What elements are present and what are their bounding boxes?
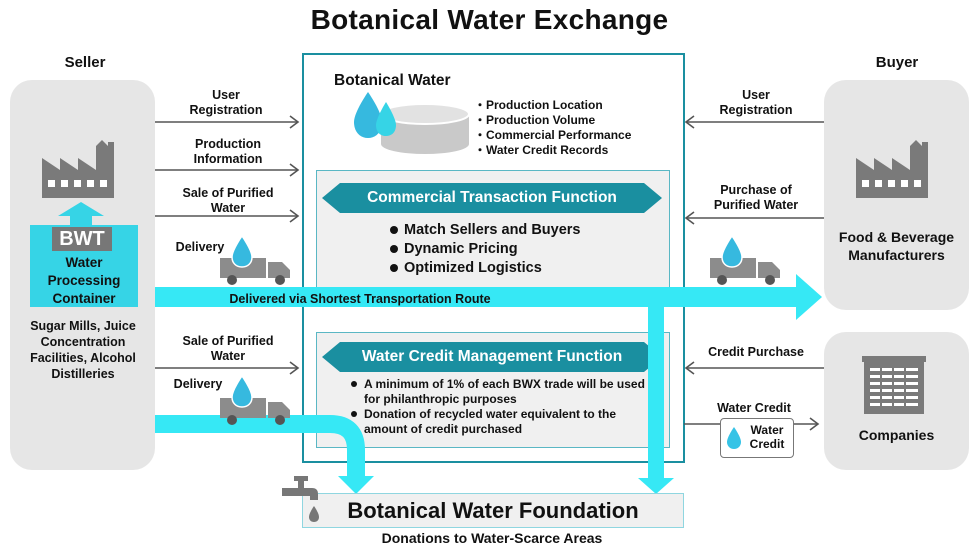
foundation-box: Botanical Water Foundation bbox=[302, 493, 684, 528]
bwt-badge: BWT bbox=[52, 227, 112, 251]
flow-label-sale-1: Sale of Purified Water bbox=[182, 186, 274, 215]
up-arrow-icon bbox=[58, 202, 104, 226]
flow-label-purchase: Purchase of Purified Water bbox=[713, 183, 799, 212]
record-item: Commercial Performance bbox=[474, 128, 631, 143]
water-credit-tag: Water Credit bbox=[720, 418, 794, 458]
building-icon bbox=[862, 356, 926, 414]
page-title: Botanical Water Exchange bbox=[310, 4, 669, 35]
seller-facilities: Sugar Mills, Juice Concentration Facilit… bbox=[30, 319, 136, 381]
flow-label-production-info: Production Information bbox=[193, 137, 263, 166]
manufacturers-label: Food & Beverage Manufacturers bbox=[838, 229, 955, 263]
credit-function-banner: Water Credit Management Function bbox=[322, 342, 662, 372]
flow-label-credit-purchase: Credit Purchase bbox=[708, 345, 804, 359]
flow-label-user-registration-buyer: User Registration bbox=[719, 88, 793, 117]
container-label: Water Processing Container bbox=[47, 255, 121, 306]
record-item: Production Location bbox=[474, 98, 631, 113]
credit-list: A minimum of 1% of each BWX trade will b… bbox=[348, 377, 648, 437]
commercial-item: Optimized Logistics bbox=[388, 259, 581, 278]
record-item: Production Volume bbox=[474, 113, 631, 128]
record-list: Production Location Production Volume Co… bbox=[474, 98, 631, 158]
water-credit-tag-label: Water Credit bbox=[749, 423, 785, 451]
botanical-water-title: Botanical Water bbox=[334, 72, 451, 89]
flow-label-delivery-2: Delivery bbox=[173, 377, 223, 391]
foundation-caption: Donations to Water-Scarce Areas bbox=[381, 530, 603, 546]
record-item: Water Credit Records bbox=[474, 143, 631, 158]
flow-label-delivery-1: Delivery bbox=[175, 240, 225, 254]
commercial-item: Dynamic Pricing bbox=[388, 240, 581, 259]
truck-icon bbox=[710, 236, 780, 285]
seller-heading: Seller bbox=[64, 54, 106, 71]
route-label: Delivered via Shortest Transportation Ro… bbox=[229, 292, 491, 306]
water-drop-icon bbox=[727, 427, 741, 449]
flow-label-user-registration: User Registration bbox=[189, 88, 263, 117]
faucet-icon bbox=[282, 476, 319, 522]
companies-label: Companies bbox=[858, 427, 935, 443]
commercial-function-banner: Commercial Transaction Function bbox=[322, 183, 662, 213]
factory-icon bbox=[856, 140, 928, 198]
factory-icon bbox=[42, 140, 114, 198]
commercial-list: Match Sellers and Buyers Dynamic Pricing… bbox=[388, 221, 581, 278]
route-arrow bbox=[155, 287, 801, 307]
credit-item: Donation of recycled water equivalent to… bbox=[348, 407, 648, 437]
credit-item: A minimum of 1% of each BWX trade will b… bbox=[348, 377, 648, 407]
foundation-arrow-left bbox=[155, 415, 365, 478]
truck-icon bbox=[220, 376, 290, 425]
flow-label-water-credit: Water Credit bbox=[717, 401, 791, 415]
flow-label-sale-2: Sale of Purified Water bbox=[182, 334, 274, 363]
water-tank-icon bbox=[354, 92, 470, 154]
route-arrow-head bbox=[796, 274, 822, 320]
foundation-arrow-right bbox=[648, 297, 664, 482]
commercial-item: Match Sellers and Buyers bbox=[388, 221, 581, 240]
truck-icon bbox=[220, 236, 290, 285]
buyer-heading: Buyer bbox=[875, 54, 919, 71]
